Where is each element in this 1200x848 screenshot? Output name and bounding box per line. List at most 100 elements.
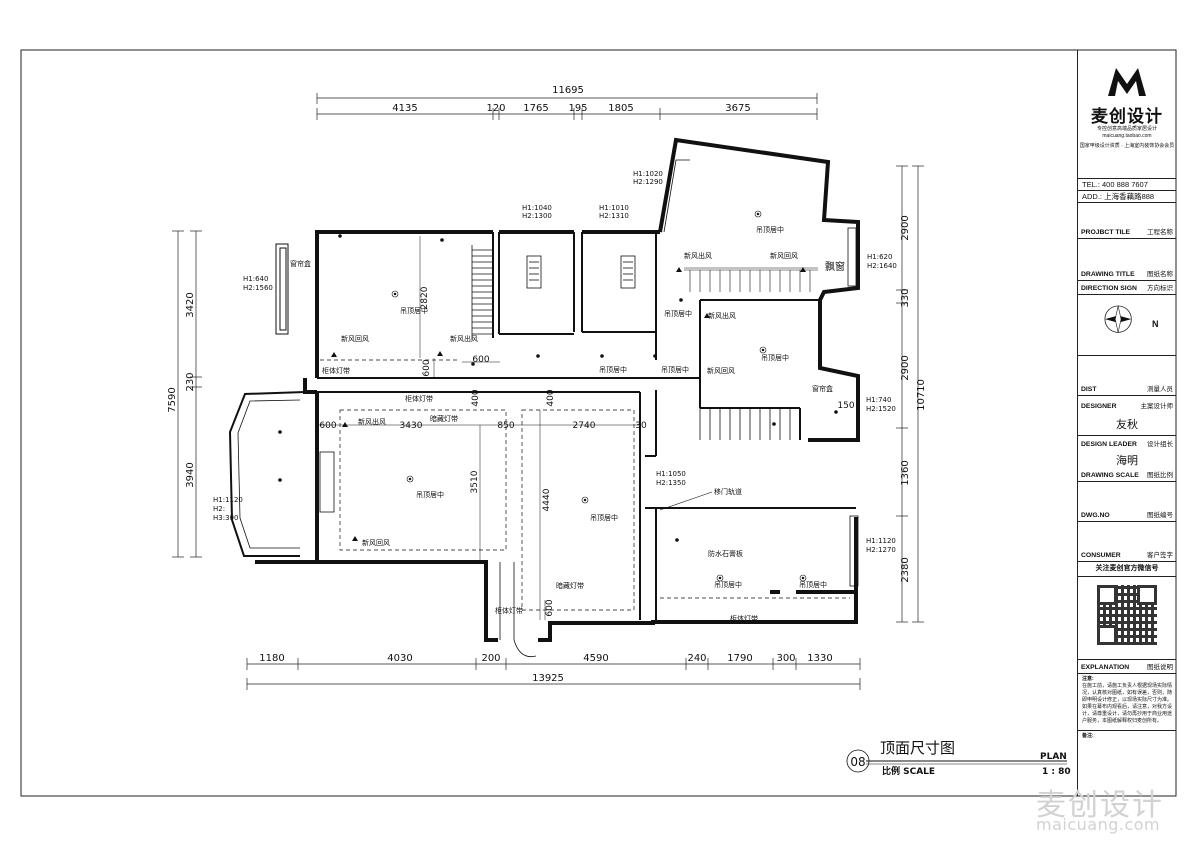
watermark-en: maicuang.com bbox=[1036, 815, 1161, 834]
explanation-cn: 图纸说明 bbox=[1147, 664, 1173, 671]
interior-walls bbox=[317, 232, 856, 620]
brand-tagline: 专控创意高端品质家居设计 bbox=[1096, 126, 1157, 132]
project-en: PROJBCT TILE bbox=[1081, 229, 1131, 236]
inner-dim-4440: 4440 bbox=[542, 488, 552, 511]
sheet-title-text: 顶面尺寸图 bbox=[880, 739, 955, 757]
inner-dim-600-a: 600 bbox=[422, 359, 432, 376]
bottom-dim-6: 1790 bbox=[727, 653, 752, 664]
sheet-title bbox=[846, 749, 1067, 773]
dwg-cn: 图纸编号 bbox=[1147, 512, 1173, 519]
height-d1: H1:1020 bbox=[633, 170, 663, 178]
left-total-dim: 7590 bbox=[167, 387, 178, 412]
inner-dim-400-b: 400 bbox=[546, 389, 556, 406]
label-cabinet-light-1: 柜体灯带 bbox=[322, 366, 350, 375]
bay-window-frames bbox=[663, 159, 859, 587]
dwg-en: DWG.NO bbox=[1081, 512, 1110, 519]
brand-logo-icon bbox=[1108, 68, 1146, 96]
bottom-dimension-chain bbox=[246, 658, 861, 690]
tel-line: TEL.: 400 888 7607 bbox=[1078, 179, 1176, 191]
inner-dim-400-a: 400 bbox=[471, 389, 481, 406]
top-dim-2: 120 bbox=[486, 103, 505, 114]
brand-url: maicuang.taobao.com bbox=[1102, 133, 1152, 139]
height-d2: H2:1290 bbox=[633, 178, 663, 186]
right-dim-4: 1360 bbox=[900, 460, 911, 485]
remarks: 备注: bbox=[1082, 733, 1094, 739]
inner-dim-2820: 2820 bbox=[420, 286, 430, 309]
top-dim-4: 195 bbox=[568, 103, 587, 114]
bottom-dim-4: 4590 bbox=[583, 653, 608, 664]
label-curtain-box-1: 窗帘盒 bbox=[290, 259, 311, 268]
label-center-9: 吊顶居中 bbox=[714, 580, 742, 589]
left-dim-3: 3940 bbox=[185, 462, 196, 487]
window-box-left bbox=[275, 243, 289, 335]
wechat-qr-code[interactable] bbox=[1097, 585, 1157, 645]
height-g1: H1:1050 bbox=[656, 470, 686, 478]
inner-dim-850: 850 bbox=[497, 421, 514, 431]
top-dim-3: 1765 bbox=[523, 103, 548, 114]
inner-dim-lines bbox=[318, 236, 640, 620]
consumer-cn: 客户签字 bbox=[1147, 552, 1173, 559]
entry-door bbox=[499, 562, 537, 658]
label-fresh-out-1: 新风出风 bbox=[450, 334, 478, 343]
brand-logo-area: 麦创设计 专控创意高端品质家居设计 maicuang.taobao.com 国家… bbox=[1078, 50, 1176, 179]
qr-area bbox=[1078, 585, 1176, 660]
label-center-2: 吊顶居中 bbox=[756, 225, 784, 234]
designer-en: DESIGNER bbox=[1081, 403, 1117, 410]
height-f1: H1:740 bbox=[866, 396, 891, 404]
label-fresh-return-3: 新风回风 bbox=[707, 366, 735, 375]
sheet-plan: PLAN bbox=[1040, 752, 1067, 762]
inner-dim-600-c: 600 bbox=[319, 421, 336, 431]
wechat-caption: 关注麦创官方微信号 bbox=[1078, 562, 1176, 577]
inner-dim-150: 150 bbox=[837, 401, 854, 411]
right-total-dim: 10710 bbox=[916, 379, 927, 411]
bottom-dim-5: 240 bbox=[687, 653, 706, 664]
label-bay-window: 飘窗 bbox=[825, 260, 845, 273]
height-c2: H2:1310 bbox=[599, 212, 629, 220]
height-i3: H3:300 bbox=[213, 514, 238, 522]
bay-ceiling-strip bbox=[684, 267, 818, 292]
label-center-4: 吊顶居中 bbox=[761, 353, 789, 362]
height-c1: H1:1010 bbox=[599, 204, 629, 212]
stair-treads bbox=[471, 245, 791, 440]
ceiling-center-marks bbox=[278, 210, 838, 582]
label-fresh-out-2: 新风出风 bbox=[684, 251, 712, 260]
label-fresh-return-4: 新风回风 bbox=[362, 538, 390, 547]
label-cabinet-light-2: 柜体灯带 bbox=[405, 394, 433, 403]
sheet-scale-value: 1 : 80 bbox=[1042, 767, 1071, 777]
right-dim-1: 2900 bbox=[900, 215, 911, 240]
right-dimension-chain bbox=[896, 165, 924, 623]
bottom-dim-7: 300 bbox=[776, 653, 795, 664]
bottom-total-dim: 13925 bbox=[532, 673, 564, 684]
watermark-cn: 麦创设计 bbox=[1036, 788, 1164, 823]
inner-dim-2740: 2740 bbox=[573, 421, 596, 431]
inner-dim-30: 30 bbox=[635, 421, 647, 431]
inner-dim-3430: 3430 bbox=[400, 421, 423, 431]
notes-title: 注意: bbox=[1082, 676, 1094, 682]
top-dimension-chain bbox=[316, 93, 818, 120]
label-center-6: 吊顶居中 bbox=[661, 365, 689, 374]
hidden-light-belts bbox=[320, 359, 850, 611]
bottom-dim-8: 1330 bbox=[807, 653, 832, 664]
address-line: ADD.: 上海香藕路888 bbox=[1078, 191, 1176, 203]
height-b2: H2:1300 bbox=[522, 212, 552, 220]
label-fresh-out-3: 新风出风 bbox=[708, 311, 736, 320]
left-dim-2: 230 bbox=[185, 372, 196, 391]
top-total-dim: 11695 bbox=[552, 85, 584, 96]
top-dim-5: 1805 bbox=[608, 103, 633, 114]
ceiling-vents bbox=[319, 255, 636, 513]
right-dim-5: 2380 bbox=[900, 557, 911, 582]
bottom-dim-1: 1180 bbox=[259, 653, 284, 664]
label-center-8: 吊顶居中 bbox=[590, 513, 618, 522]
top-dim-1: 4135 bbox=[392, 103, 417, 114]
label-moisture-board: 防水石膏板 bbox=[708, 549, 743, 558]
label-fresh-return-2: 新风回风 bbox=[770, 251, 798, 260]
notes-body: 在施工前，请施工负责人根据现场实际情况，认真核对图纸，如有误差，否则，随即申明设… bbox=[1082, 683, 1173, 724]
title-block: 麦创设计 专控创意高端品质家居设计 maicuang.taobao.com 国家… bbox=[1077, 50, 1176, 796]
height-i1: H1:1120 bbox=[213, 496, 243, 504]
label-center-7: 吊顶居中 bbox=[416, 490, 444, 499]
sheet-number: 08 bbox=[850, 755, 865, 769]
